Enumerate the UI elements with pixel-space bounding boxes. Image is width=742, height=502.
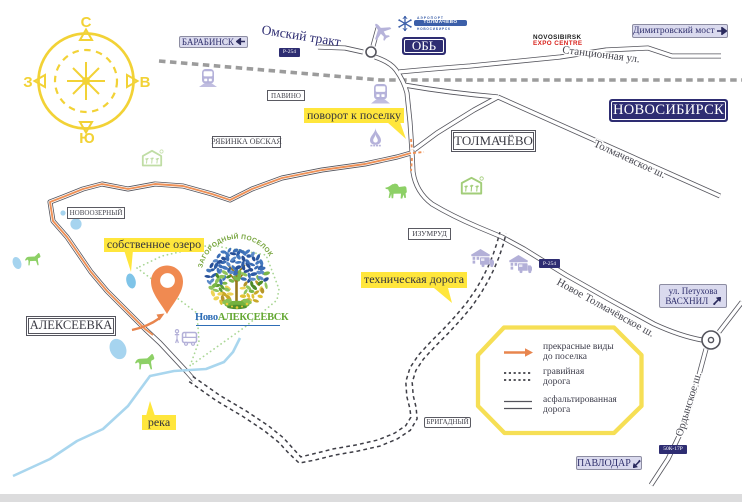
svg-text:Ю: Ю: [79, 130, 94, 147]
svg-text:Ордынское ш.: Ордынское ш.: [673, 371, 704, 438]
svg-text:В: В: [140, 74, 151, 91]
svg-text:З: З: [23, 74, 32, 91]
svg-text:С: С: [81, 14, 92, 31]
svg-text:Толмачевское ш.: Толмачевское ш.: [592, 138, 668, 181]
